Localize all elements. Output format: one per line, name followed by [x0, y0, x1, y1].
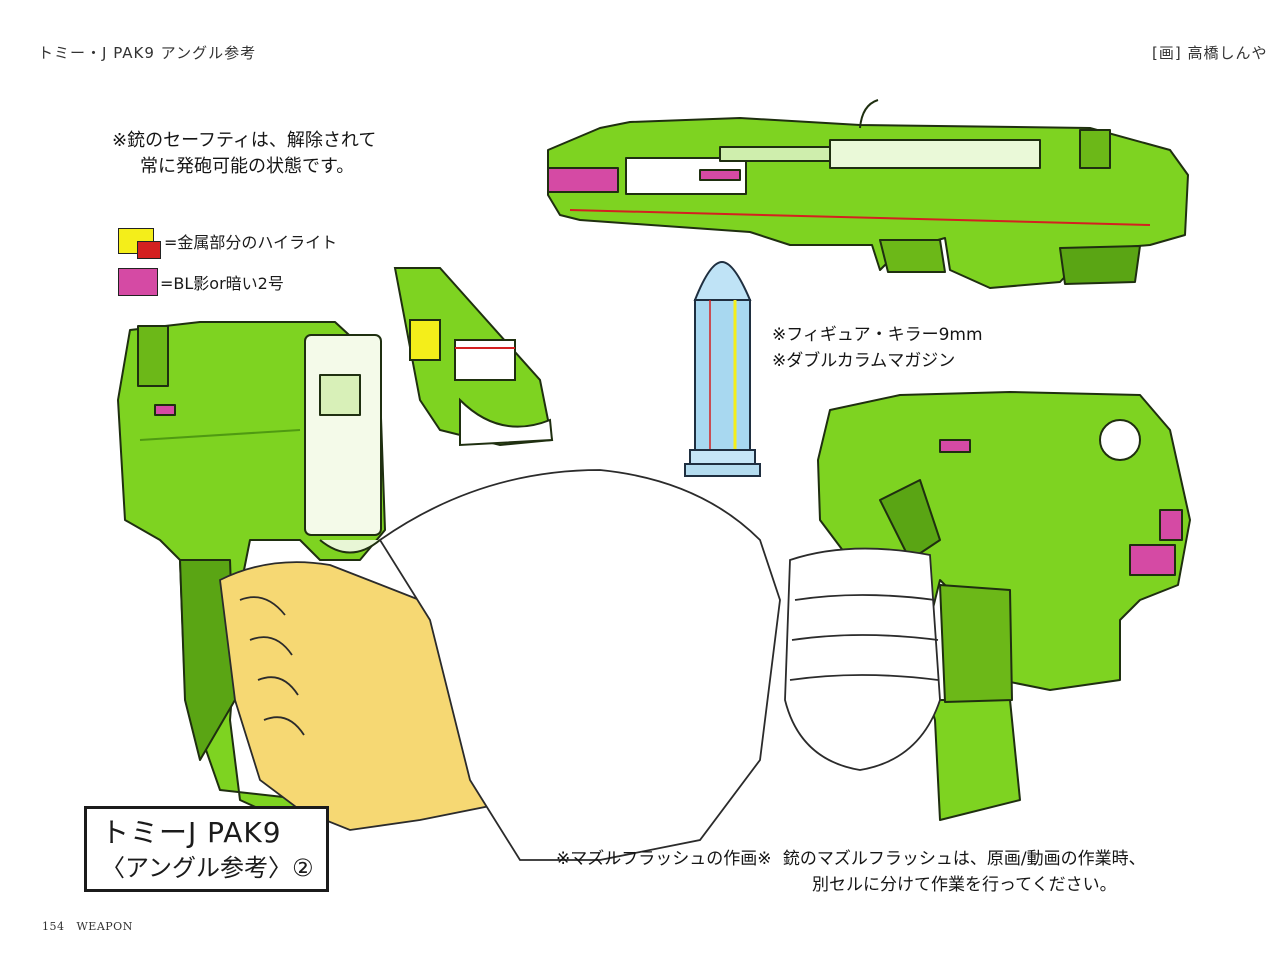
- legend-shadow-label: =BL影or暗い2号: [160, 274, 284, 293]
- legend-highlight: =金属部分のハイライト: [118, 228, 338, 259]
- section-name: WEAPON: [76, 920, 133, 933]
- legend-highlight-label: =金属部分のハイライト: [164, 233, 338, 252]
- page-number: 154: [42, 920, 65, 933]
- muzzle-note-line2-wrap: 別セルに分けて作業を行ってください。: [812, 872, 1117, 898]
- cartridge-note: ※フィギュア・キラー9mm ※ダブルカラムマガジン: [772, 322, 983, 374]
- title-box: トミーJ PAK9 〈アングル参考〉②: [84, 806, 329, 892]
- right-fist-drawing: [784, 547, 941, 771]
- cartridge-drawing: [684, 260, 761, 477]
- color-legend: =金属部分のハイライト =BL影or暗い2号: [118, 228, 337, 296]
- page-header-title: トミー・J PAK9 アングル参考: [38, 44, 257, 62]
- title-box-line2: 〈アングル参考〉②: [101, 854, 314, 882]
- safety-note: ※銃のセーフティは、解除されて 常に発砲可能の状態です。: [112, 128, 376, 180]
- sight-detail-drawing: [393, 267, 554, 447]
- page-header-credit: [画] 高橋しんや: [1152, 44, 1268, 62]
- left-gun-drawing: [117, 321, 386, 811]
- muzzle-note-line2: 別セルに分けて作業を行ってください。: [812, 875, 1117, 895]
- safety-note-line1: ※銃のセーフティは、解除されて: [112, 130, 377, 151]
- safety-note-line2: 常に発砲可能の状態です。: [140, 156, 355, 177]
- muzzle-note: ※マズルフラッシュの作画※ 銃のマズルフラッシュは、原画/動画の作業時、: [556, 846, 1146, 872]
- top-gun-drawing: [547, 99, 1189, 289]
- right-gun-drawing: [817, 391, 1191, 821]
- legend-shadow: =BL影or暗い2号: [118, 268, 337, 296]
- muzzle-note-label: ※マズルフラッシュの作画※: [556, 849, 772, 869]
- cartridge-note-line2: ※ダブルカラムマガジン: [772, 351, 956, 371]
- cartridge-note-line1: ※フィギュア・キラー9mm: [772, 325, 983, 345]
- highlight-swatch-icon: [118, 228, 161, 259]
- shadow-swatch-icon: [118, 268, 158, 296]
- sleeve-drawing: [378, 469, 781, 861]
- title-box-line1: トミーJ PAK9: [101, 816, 282, 849]
- page-footer: 154 WEAPON: [42, 920, 133, 933]
- muzzle-note-line1: 銃のマズルフラッシュは、原画/動画の作業時、: [782, 849, 1146, 869]
